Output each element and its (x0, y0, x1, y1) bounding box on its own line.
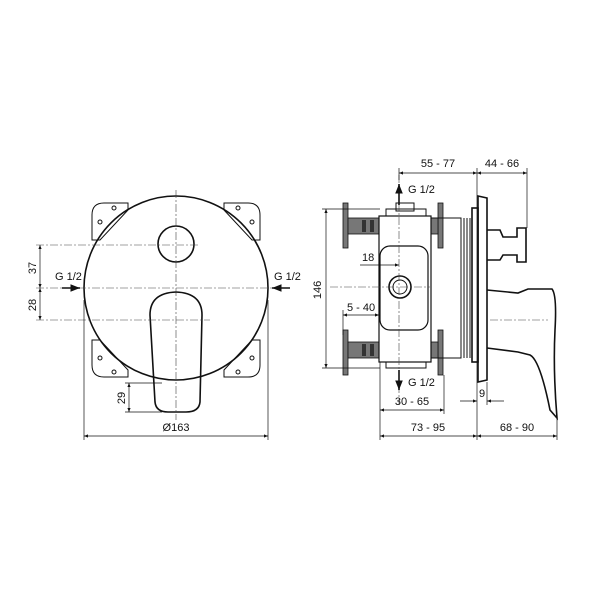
dim-5-40-label: 5 - 40 (347, 302, 375, 314)
side-view: G 1/2 G 1/2 146 18 5 - 40 55 - 77 44 - 6… (312, 158, 558, 440)
mounting-brackets (91, 202, 261, 378)
dim-44-66-label: 44 - 66 (485, 158, 519, 170)
lever-handle (149, 291, 203, 413)
dim-37-label: 37 (27, 262, 39, 274)
dim-9-label: 9 (479, 388, 485, 400)
dim-30-65-label: 30 - 65 (395, 396, 429, 408)
front-view: 37 28 G 1/2 G 1/2 29 Ø163 (27, 190, 301, 440)
dim-29-label: 29 (116, 392, 128, 404)
diverter-side (487, 227, 527, 263)
dim-146-label: 146 (312, 281, 324, 299)
outlet-bottom-label: G 1/2 (408, 377, 435, 389)
dim-55-77-label: 55 - 77 (421, 158, 455, 170)
lever-side (486, 288, 558, 421)
dim-68-90-label: 68 - 90 (500, 422, 534, 434)
inlet-left-label: G 1/2 (55, 271, 82, 283)
dim-18-label: 18 (362, 252, 374, 264)
threads (460, 218, 471, 358)
dim-diameter-label: Ø163 (163, 422, 190, 434)
dim-73-95-label: 73 - 95 (411, 422, 445, 434)
dim-28-label: 28 (27, 299, 39, 311)
outlet-top-label: G 1/2 (408, 184, 435, 196)
escutcheon-side (477, 195, 488, 383)
inlet-right-label: G 1/2 (274, 271, 301, 283)
